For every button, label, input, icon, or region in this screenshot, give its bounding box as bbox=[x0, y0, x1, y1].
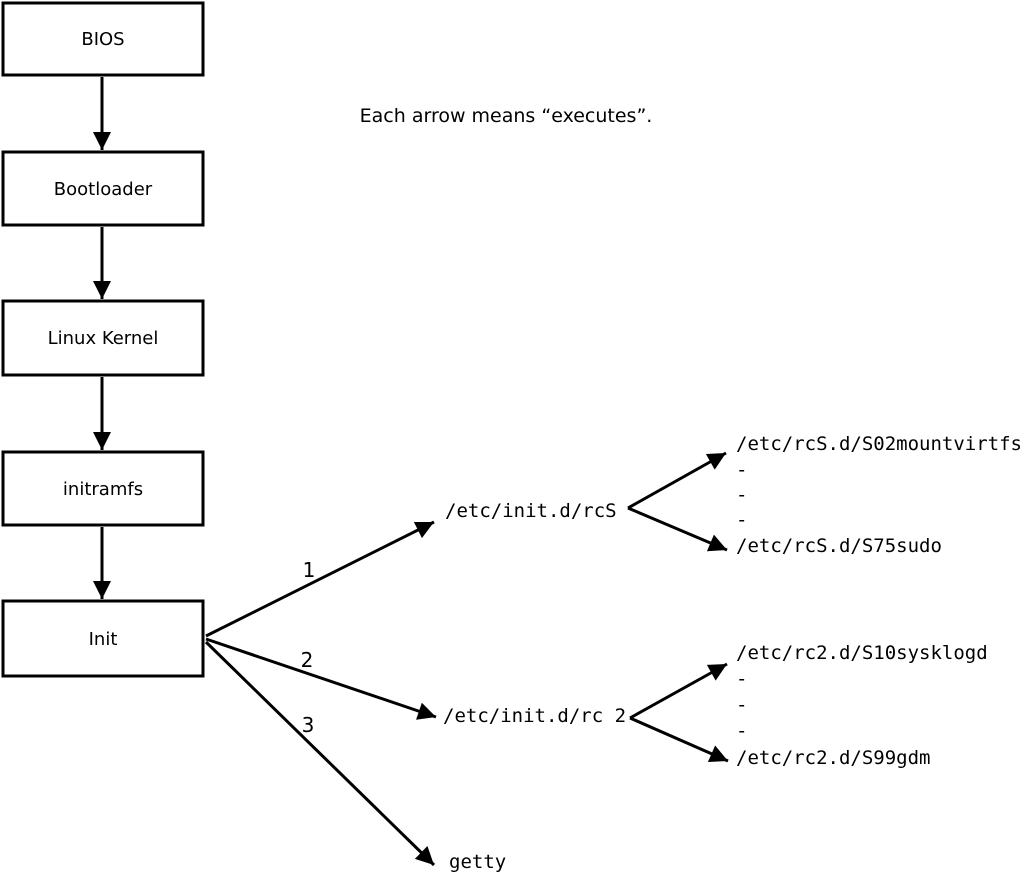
branch-2-number: 2 bbox=[301, 648, 314, 672]
rc2-script-first: /etc/rc2.d/S10sysklogd bbox=[736, 642, 988, 664]
branch-1-target: /etc/init.d/rcS bbox=[445, 500, 617, 522]
init-box bbox=[1, 599, 205, 678]
bootloader-box bbox=[1, 150, 205, 227]
linux-kernel-box bbox=[1, 299, 205, 377]
branch-1-number: 1 bbox=[303, 558, 316, 582]
arrow-rcs-fork-upper-icon bbox=[627, 451, 727, 510]
chain-node-linux-kernel: Linux Kernel bbox=[1, 299, 205, 377]
linux-kernel-label: Linux Kernel bbox=[48, 328, 159, 349]
rcs-script-dash: - bbox=[736, 484, 747, 506]
arrow-init-to-getty-icon bbox=[204, 640, 436, 867]
rcs-script-first: /etc/rcS.d/S02mountvirtfs bbox=[736, 433, 1022, 455]
chain-node-bios: BIOS bbox=[1, 1, 205, 77]
bootloader-label: Bootloader bbox=[54, 179, 153, 200]
chain-node-init: Init bbox=[1, 599, 205, 678]
arrow-rc2-fork-upper-icon bbox=[629, 662, 728, 720]
arrow-rc2-fork-lower-icon bbox=[629, 716, 729, 763]
init-label: Init bbox=[89, 629, 118, 650]
initramfs-label: initramfs bbox=[63, 479, 143, 500]
rc2-script-dash: - bbox=[736, 694, 747, 716]
rc2-script-last: /etc/rc2.d/S99gdm bbox=[736, 747, 930, 769]
branch-3-number: 3 bbox=[302, 713, 315, 737]
arrow-init-to-rcs-icon bbox=[205, 520, 435, 638]
arrow-rcs-fork-lower-icon bbox=[627, 506, 728, 552]
chain-node-initramfs: initramfs bbox=[1, 450, 205, 527]
rcs-script-dash: - bbox=[736, 509, 747, 531]
branch-3-target: getty bbox=[449, 851, 506, 873]
arrow-init-to-rc2-icon bbox=[205, 637, 437, 720]
bios-box bbox=[1, 1, 205, 77]
bios-label: BIOS bbox=[81, 29, 124, 50]
rcs-script-last: /etc/rcS.d/S75sudo bbox=[736, 535, 942, 557]
chain-node-bootloader: Bootloader bbox=[1, 150, 205, 227]
rcs-script-dash: - bbox=[736, 459, 747, 481]
rc2-script-dash: - bbox=[736, 720, 747, 742]
arrow-meaning-note: Each arrow means “executes”. bbox=[360, 105, 653, 127]
branch-2-target: /etc/init.d/rc 2 bbox=[443, 705, 626, 727]
initramfs-box bbox=[1, 450, 205, 527]
rc2-script-dash: - bbox=[736, 668, 747, 690]
